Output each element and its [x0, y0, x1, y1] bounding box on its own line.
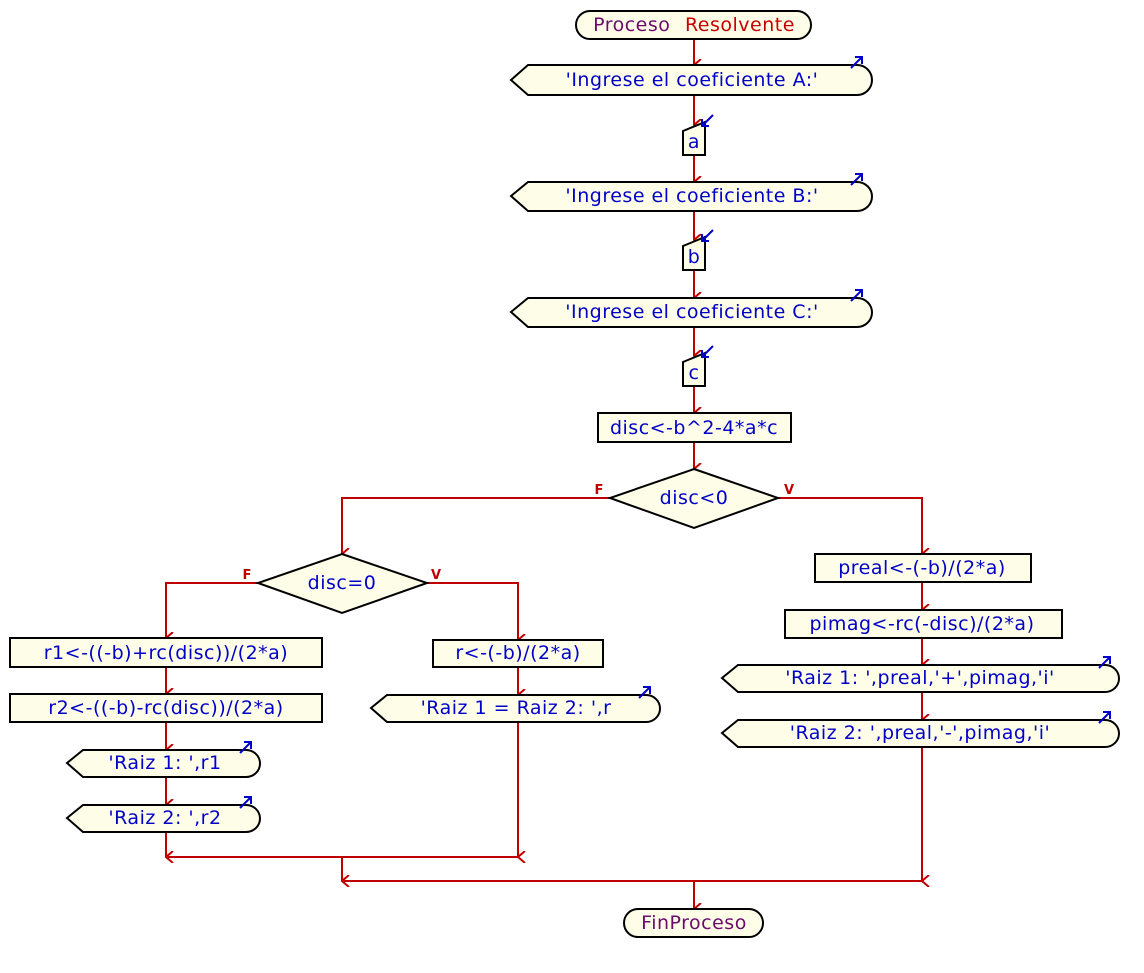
end-keyword: FinProceso — [641, 912, 747, 934]
process-node-disc[interactable]: disc<-b^2-4*a*c — [597, 412, 792, 443]
input-text: b — [688, 246, 701, 268]
process-text: r1<-((-b)+rc(disc))/(2*a) — [44, 642, 288, 664]
input-arrow-icon — [701, 229, 714, 242]
output-node-r[interactable]: 'Raiz 1 = Raiz 2: ',r — [369, 686, 661, 723]
output-node-complex-1[interactable]: 'Raiz 1: ',preal,'+',pimag,'i' — [720, 656, 1120, 693]
branch-label-false: F — [595, 483, 604, 498]
svg-text:Proceso Resolvente: Proceso Resolvente — [593, 14, 795, 36]
branch-label-false: F — [243, 568, 252, 583]
output-text: 'Ingrese el coeficiente B:' — [565, 185, 818, 207]
process-name: Resolvente — [685, 14, 795, 36]
input-arrow-icon — [701, 114, 714, 127]
process-text: preal<-(-b)/(2*a) — [838, 557, 1006, 579]
output-node-r1[interactable]: 'Raiz 1: ',r1 — [65, 741, 261, 778]
process-text: pimag<-rc(-disc)/(2*a) — [810, 613, 1035, 635]
output-node-a[interactable]: 'Ingrese el coeficiente A:' — [509, 56, 873, 96]
process-text: r2<-((-b)-rc(disc))/(2*a) — [48, 697, 283, 719]
decision-node-disc-zero[interactable]: disc=0 — [254, 552, 431, 615]
process-node-r[interactable]: r<-(-b)/(2*a) — [432, 639, 604, 668]
input-node-c[interactable]: c — [682, 345, 714, 387]
process-node-r1[interactable]: r1<-((-b)+rc(disc))/(2*a) — [9, 637, 323, 668]
output-text: 'Raiz 1: ',r1 — [108, 752, 221, 774]
output-node-c[interactable]: 'Ingrese el coeficiente C:' — [509, 289, 873, 328]
output-text: 'Raiz 1: ',preal,'+',pimag,'i' — [785, 667, 1055, 689]
output-arrow-icon — [1098, 711, 1111, 724]
output-text: 'Raiz 2: ',r2 — [108, 807, 221, 829]
decision-text: disc<0 — [660, 487, 729, 509]
output-text: 'Ingrese el coeficiente A:' — [566, 69, 819, 91]
output-arrow-icon — [850, 56, 863, 69]
edge-cond-neg-true — [778, 497, 922, 554]
output-arrow-icon — [239, 796, 252, 809]
edges — [165, 39, 922, 909]
process-text: r<-(-b)/(2*a) — [455, 642, 580, 664]
output-text: 'Ingrese el coeficiente C:' — [565, 301, 818, 323]
decision-node-disc-negative[interactable]: disc<0 — [606, 467, 782, 530]
output-arrow-icon — [850, 289, 863, 302]
output-arrow-icon — [638, 686, 651, 699]
output-node-complex-2[interactable]: 'Raiz 2: ',preal,'-',pimag,'i' — [720, 711, 1120, 748]
output-arrow-icon — [850, 173, 863, 186]
input-node-b[interactable]: b — [682, 229, 714, 271]
decision-text: disc=0 — [308, 572, 377, 594]
process-node-preal[interactable]: preal<-(-b)/(2*a) — [814, 553, 1032, 583]
process-node-r2[interactable]: r2<-((-b)-rc(disc))/(2*a) — [9, 693, 323, 723]
edge-cond-neg-false — [341, 497, 610, 554]
edge-cond-zero-false — [165, 582, 258, 638]
output-arrow-icon — [1098, 656, 1111, 669]
output-node-r2[interactable]: 'Raiz 2: ',r2 — [65, 796, 261, 833]
output-text: 'Raiz 2: ',preal,'-',pimag,'i' — [790, 722, 1051, 744]
output-text: 'Raiz 1 = Raiz 2: ',r — [421, 697, 612, 719]
input-node-a[interactable]: a — [682, 114, 714, 156]
start-keyword: Proceso — [593, 14, 670, 36]
input-text: a — [688, 131, 700, 153]
branch-label-true: V — [431, 568, 441, 583]
process-text: disc<-b^2-4*a*c — [610, 417, 778, 439]
output-arrow-icon — [239, 741, 252, 754]
input-text: c — [689, 362, 700, 384]
input-arrow-icon — [701, 345, 714, 358]
end-terminal[interactable]: FinProceso — [623, 908, 764, 938]
start-terminal[interactable]: Proceso Resolvente — [575, 10, 812, 40]
branch-label-true: V — [784, 483, 794, 498]
process-node-pimag[interactable]: pimag<-rc(-disc)/(2*a) — [784, 609, 1063, 639]
output-node-b[interactable]: 'Ingrese el coeficiente B:' — [509, 173, 873, 212]
edge-cond-zero-true — [427, 582, 518, 640]
